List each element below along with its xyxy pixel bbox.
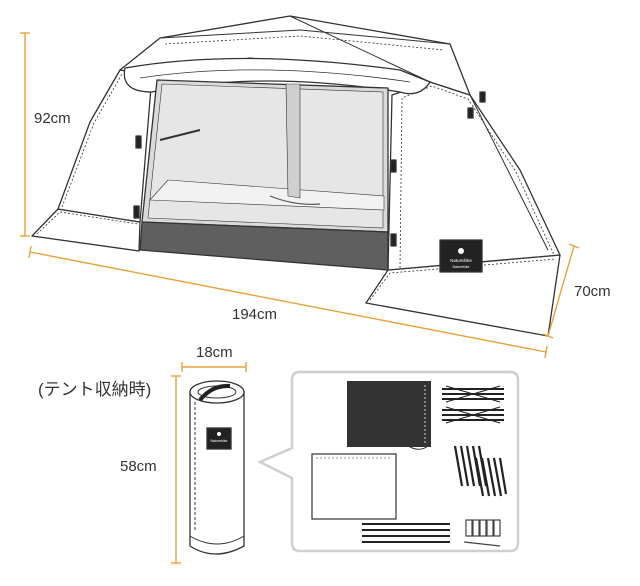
svg-text:Naturehike: Naturehike — [453, 265, 470, 269]
long-poles — [362, 523, 450, 543]
dimension-lines — [20, 32, 580, 564]
svg-text:Naturehike: Naturehike — [450, 258, 472, 263]
svg-text:Naturehike: Naturehike — [211, 439, 228, 443]
contents-callout — [257, 370, 520, 553]
folded-tent-fly — [347, 381, 431, 447]
pole-bundles — [442, 385, 504, 424]
tent-width-label: 194cm — [232, 306, 278, 323]
tent-height-label: 92cm — [34, 110, 71, 127]
bag-height-label: 58cm — [120, 458, 157, 475]
stuff-bag-illustration: Naturehike — [189, 380, 245, 555]
folded-inner-tent — [311, 453, 397, 520]
tent-illustration: Naturehike Naturehike — [31, 15, 561, 337]
tent-depth-label: 70cm — [574, 283, 611, 300]
hooks — [463, 519, 501, 547]
bag-width-label: 18cm — [196, 344, 233, 361]
tent-stakes — [453, 445, 508, 497]
packed-caption: (テント収納時) — [38, 380, 152, 399]
